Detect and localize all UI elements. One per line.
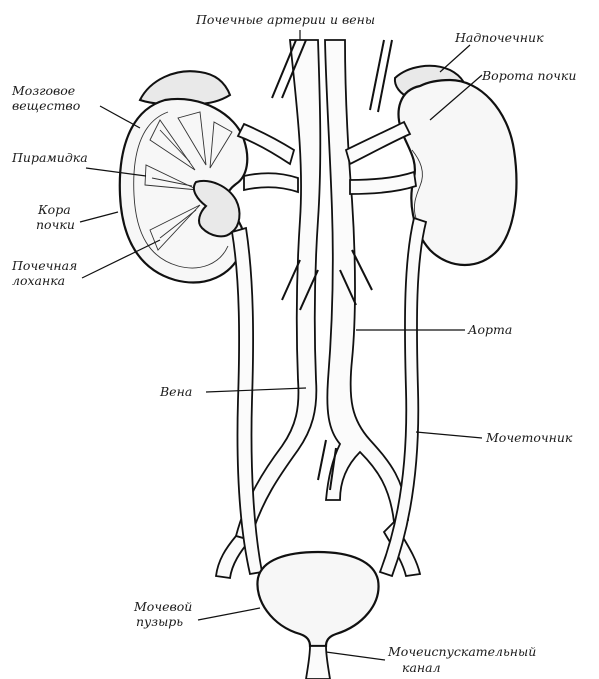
- label-ureter: Мочеточник: [485, 430, 573, 445]
- leader-vein: [206, 388, 306, 392]
- label-medulla-1: Мозговое: [11, 83, 75, 98]
- leader-cortex: [80, 212, 118, 222]
- label-vein: Вена: [159, 384, 192, 399]
- label-aorta: Аорта: [467, 322, 512, 337]
- label-hilum: Ворота почки: [481, 68, 576, 83]
- label-renal-vessels: Почечные артерии и вены: [195, 12, 375, 27]
- right-ureter: [380, 218, 426, 576]
- leader-adrenal: [440, 45, 470, 72]
- leader-medulla: [100, 106, 140, 128]
- right-renal-artery: [350, 172, 416, 194]
- label-urethra-2: канал: [402, 660, 441, 675]
- label-bladder-1: Мочевой: [133, 599, 192, 614]
- label-medulla-2: вещество: [12, 98, 80, 113]
- label-cortex-1: Кора: [37, 202, 71, 217]
- leader-urethra: [326, 652, 385, 660]
- label-pelvis-2: лоханка: [12, 273, 65, 288]
- left-renal-artery: [244, 173, 298, 192]
- urethra: [306, 646, 330, 679]
- label-pelvis-1: Почечная: [11, 258, 77, 273]
- right-renal-vein: [346, 122, 410, 164]
- leader-bladder: [198, 608, 260, 620]
- label-cortex-2: почки: [36, 217, 75, 232]
- label-adrenal: Надпочечник: [454, 30, 544, 45]
- leader-ureter: [416, 432, 482, 438]
- label-pyramid: Пирамидка: [11, 150, 88, 165]
- left-ureter: [232, 228, 262, 574]
- bladder: [257, 552, 378, 646]
- label-bladder-2: пузырь: [136, 614, 183, 629]
- label-urethra-1: Мочеиспускательный: [387, 644, 536, 659]
